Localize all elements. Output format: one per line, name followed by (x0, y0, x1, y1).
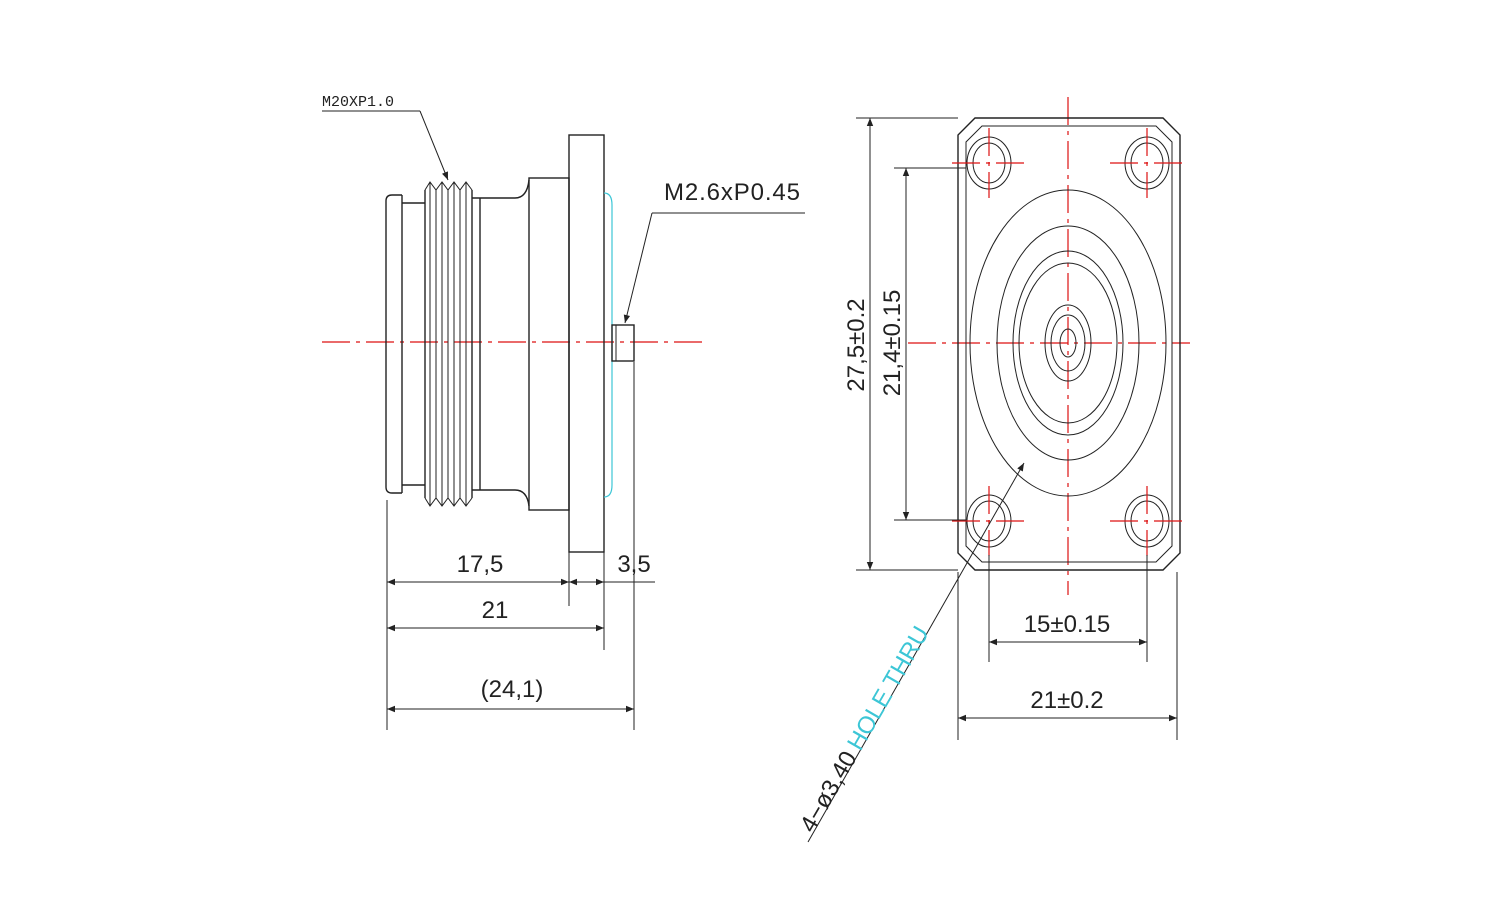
dim-height-holes-value: 21,4±0.15 (879, 290, 906, 397)
flange (568, 134, 605, 553)
dim-width-holes-value: 15±0.15 (1024, 611, 1111, 638)
mounting-hole (952, 486, 1026, 556)
mounting-hole (952, 128, 1026, 198)
dim-height-outer-value: 27,5±0.2 (843, 298, 870, 391)
screw-stub (611, 324, 635, 362)
center-pin (1059, 328, 1077, 358)
dim-overall-value: (24,1) (481, 676, 544, 703)
hole-callout-size: 4−ø3,40 (795, 747, 863, 837)
mounting-holes (952, 128, 1184, 556)
screw-callout-leader (623, 212, 653, 324)
flange-face-highlight (603, 192, 613, 498)
mounting-hole (1110, 486, 1184, 556)
thread-callout-label: M20XP1.0 (322, 94, 394, 111)
dim-flange-value: 3,5 (617, 551, 650, 578)
screw-callout-label: M2.6xP0.45 (664, 179, 800, 206)
front-ring (385, 194, 402, 494)
mounting-hole (1110, 128, 1184, 198)
flange-outline (957, 117, 1181, 571)
front-view: 27,5±0.2 21,4±0.15 15±0.15 21±0.2 4−ø3,4… (795, 97, 1190, 843)
dim-width-outer-value: 21±0.2 (1030, 687, 1103, 714)
thread (424, 181, 473, 507)
dim-to-flange-value: 21 (482, 597, 509, 624)
hole-callout-label: 4−ø3,40HOLE THRU (795, 622, 935, 837)
hole-callout-thru: HOLE THRU (842, 622, 935, 755)
body-neck (472, 179, 530, 199)
hole-callout-leader (807, 462, 1025, 843)
ring-outer (969, 189, 1167, 497)
thread-callout-leader (419, 110, 449, 181)
dim-thread-body-value: 17,5 (457, 551, 504, 578)
body (528, 177, 570, 511)
side-view: M20XP1.0 M2.6xP0.45 17,5 3,5 21 (24,1) (322, 94, 805, 730)
